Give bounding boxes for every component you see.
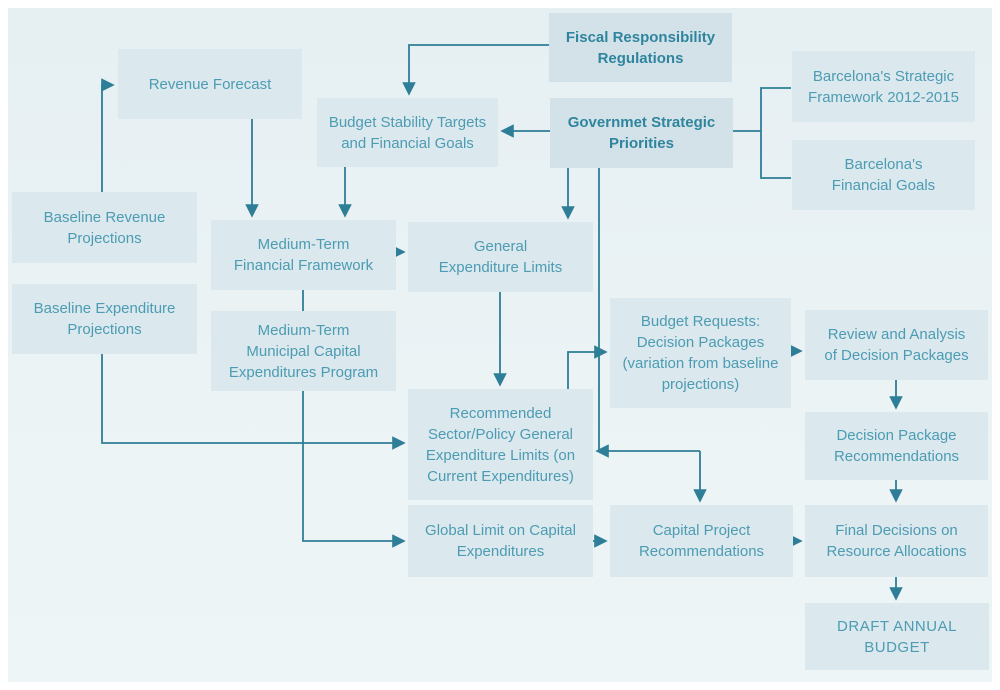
node-draft-annual-budget: DRAFT ANNUAL BUDGET (805, 603, 989, 670)
connector-gov-to-barcelona-bracket (733, 87, 791, 179)
node-capital-project-recommendations: Capital Project Recommendations (610, 505, 793, 577)
node-review-and-analysis: Review and Analysis of Decision Packages (805, 310, 988, 380)
node-fiscal-responsibility-regulations: Fiscal Responsibility Regulations (549, 13, 732, 82)
node-barcelona-strategic-framework: Barcelona's Strategic Framework 2012-201… (792, 51, 975, 122)
connector-baseline-revenue-to-revenue-forecast (101, 78, 115, 192)
node-recommended-sector-policy-limits: Recommended Sector/Policy General Expend… (408, 389, 593, 500)
node-budget-requests-decision-packages: Budget Requests: Decision Packages (vari… (610, 298, 791, 408)
node-baseline-revenue-projections: Baseline Revenue Projections (12, 192, 197, 263)
node-barcelona-financial-goals: Barcelona's Financial Goals (792, 140, 975, 210)
node-final-decisions-resource-allocations: Final Decisions on Resource Allocations (805, 505, 988, 577)
node-decision-package-recommendations: Decision Package Recommendations (805, 412, 988, 480)
connector-fiscal-to-budget-stability (402, 44, 549, 96)
node-medium-term-financial-framework: Medium-Term Financial Framework (211, 220, 396, 290)
connector-mtmcep-to-global-limit (302, 391, 406, 548)
node-municipal-capital-expenditures-program: Medium-Term Municipal Capital Expenditur… (211, 311, 396, 391)
node-revenue-forecast: Revenue Forecast (118, 49, 302, 119)
node-global-limit-capital-expenditures: Global Limit on Capital Expenditures (408, 505, 593, 577)
node-baseline-expenditure-projections: Baseline Expenditure Projections (12, 284, 197, 354)
node-government-strategic-priorities: Governmet Strategic Priorities (550, 98, 733, 168)
node-budget-stability-targets: Budget Stability Targets and Financial G… (317, 98, 498, 167)
connector-recommended-to-budget-requests (567, 345, 608, 389)
node-general-expenditure-limits: General Expenditure Limits (408, 222, 593, 292)
